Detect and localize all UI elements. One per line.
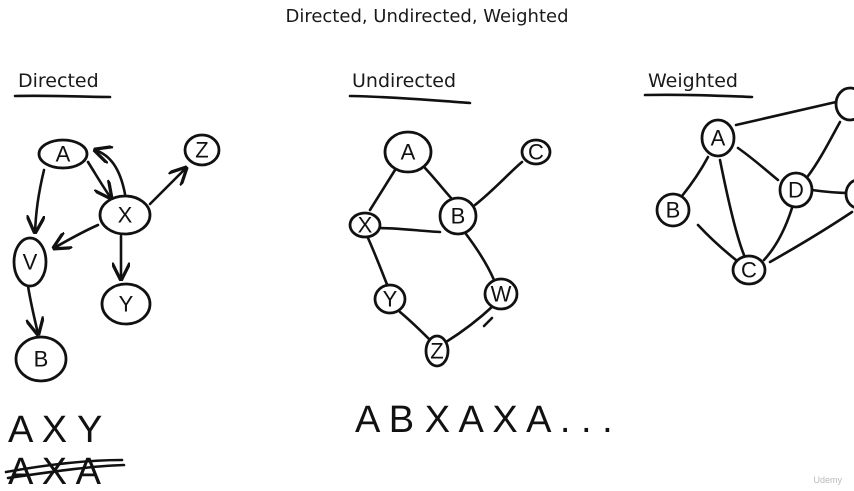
edge-d-c-w [762,206,794,262]
underline-weighted [643,93,754,99]
undirected-graph: A X B C Y W Z [348,130,552,368]
underline-undirected [348,94,472,105]
node-label-c: C [741,258,757,283]
node-label-b: B [34,347,49,372]
edge-a-v [35,168,46,232]
strike-line-2 [6,463,126,480]
edge-d-right-node [806,120,842,178]
node-b [14,335,68,383]
node-y [100,282,152,326]
edge-d-edge-node [810,188,852,195]
node-label-b: B [451,204,466,229]
edge-a-x-u [368,168,397,212]
watermark: Udemy [813,475,842,485]
edge-a-x [86,160,111,198]
node-partial-right [844,179,854,209]
edge-a-b-w [680,155,710,198]
node-z [424,334,450,368]
node-v [12,236,48,288]
node-label-y: Y [383,287,398,312]
page-title: Directed, Undirected, Weighted [285,6,569,27]
node-label-a: A [711,126,726,151]
edge-w-z-u [444,304,495,344]
node-a [37,138,89,170]
node-a [700,118,736,158]
weighted-graph: A B D C [655,86,854,286]
node-label-a: A [401,140,416,165]
node-label-c: C [528,140,544,165]
section-heading-undirected: Undirected [352,70,457,92]
edge-y-z-u [398,310,432,342]
node-label-w: W [491,282,512,307]
strike-line-1 [4,458,124,474]
edge-x-v [54,223,100,248]
section-heading-weighted: Weighted [648,70,738,92]
underline-directed [13,94,112,99]
edge-a-right-node [734,100,838,127]
node-label-y: Y [119,292,134,317]
node-label-z: Z [430,339,443,364]
node-c [520,138,552,166]
node-c [731,254,767,286]
edge-x-a [95,150,127,196]
edge-x-b-u [376,226,442,234]
node-a [383,130,433,174]
node-label-a: A [56,142,71,167]
edge-b-c-w [696,223,738,262]
directed-graph: A X Z V Y B [12,133,221,383]
edge-b-w-u [464,232,496,282]
edge-c-right [768,210,854,264]
node-label-v: V [23,250,38,275]
edge-a-d-w [736,146,780,182]
node-b [438,196,478,236]
note-directed-path: A X Y [8,409,102,451]
node-label-b: B [666,198,681,223]
edge-a-b-u [423,166,455,202]
edge-v-b [28,284,38,334]
node-w [483,277,519,311]
note-undirected-path: A B X A X A . . . [355,399,613,441]
node-z [183,133,221,167]
node-partial-top [834,86,854,122]
node-x [348,211,382,239]
section-heading-directed: Directed [18,70,99,92]
node-y [373,283,407,315]
node-d [778,171,814,209]
node-label-d: D [788,178,804,203]
node-label-x: X [118,203,133,228]
pen-cursor [482,316,494,328]
node-label-z: Z [195,138,208,163]
edge-x-y-u [366,236,390,289]
edge-a-c-w [718,158,746,257]
node-label-x: X [358,213,373,238]
edge-b-c-u [473,160,524,207]
node-b [655,192,691,228]
node-x [98,194,152,236]
edge-x-z [148,168,186,206]
